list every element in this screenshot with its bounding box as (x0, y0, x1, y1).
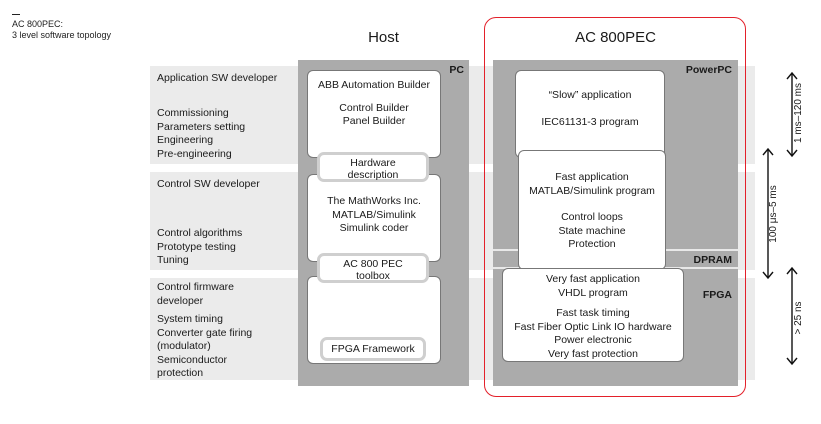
pec-toolbox-line: AC 800 PEC (343, 258, 403, 270)
caption-line-1: AC 800PEC: (12, 19, 64, 29)
very-fast-detail: Fast task timing (556, 307, 630, 319)
fast-arrow-head-up (762, 147, 774, 156)
very-fast-detail: Very fast protection (548, 347, 638, 360)
role-item: Pre-engineering (157, 147, 232, 160)
role-item: protection (157, 367, 204, 379)
abb-automation-builder-label: ABB Automation Builder (317, 79, 431, 91)
role-item: Parameters setting (157, 120, 246, 133)
slow-timing-label: 1 ms–120 ms (793, 82, 804, 144)
fast-application-line: MATLAB/Simulink program (529, 184, 655, 197)
control-loops-line: State machine (558, 224, 626, 237)
role-application-developer: Application SW developer (157, 72, 278, 84)
fpga-framework-box: FPGA Framework (320, 337, 426, 361)
dpram-tag: DPRAM (693, 254, 733, 266)
builder-tools-list: Control Builder Panel Builder (308, 102, 440, 129)
role-item: Control firmware (157, 281, 235, 293)
role-item: Commissioning (157, 107, 229, 119)
fast-arrow-head-down (762, 271, 774, 280)
role-item: Tuning (157, 254, 189, 266)
powerpc-tag: PowerPC (685, 64, 732, 76)
role-item: Semiconductor (157, 353, 228, 366)
role-item: Converter gate firing (157, 326, 253, 339)
slow-application-box: “Slow” application IEC61131-3 program (515, 70, 665, 158)
very-fast-application-box: Very fast application VHDL program Fast … (502, 268, 684, 362)
caption-line-2: 3 level software topology (12, 30, 112, 40)
very-fast-detail: Power electronic (554, 334, 632, 346)
pec-toolbox-box: AC 800 PEC toolbox (317, 253, 429, 283)
very-fast-details-list: Fast task timing Fast Fiber Optic Link I… (503, 307, 683, 361)
role-item: Control algorithms (157, 227, 243, 239)
figure-caption: AC 800PEC: 3 level software topology (12, 14, 111, 41)
very-fast-detail: Fast Fiber Optic Link IO hardware (514, 320, 672, 333)
timing-arrows (762, 71, 798, 366)
slow-arrow-head-down (786, 149, 798, 158)
iec-program-label: IEC61131-3 program (541, 115, 639, 128)
role-control-algorithms-list: Control algorithms Prototype testing Tun… (157, 227, 242, 268)
pc-tag: PC (449, 64, 464, 76)
role-item: developer (157, 294, 204, 307)
builder-tool: Control Builder (339, 101, 409, 114)
role-control-developer: Control SW developer (157, 178, 260, 190)
fast-timing-label: 100 μs–5 ms (768, 185, 779, 243)
role-firmware-developer: Control firmware developer (157, 281, 234, 308)
caption-dash (12, 14, 20, 15)
fpga-tag: FPGA (702, 289, 732, 301)
very-fast-timing-label: > 25 ns (793, 301, 804, 335)
mathworks-line: Simulink coder (339, 222, 409, 234)
control-loops-line: Control loops (561, 211, 623, 223)
mathworks-box: The MathWorks Inc. MATLAB/Simulink Simul… (307, 174, 441, 262)
ac800pec-column-title: AC 800PEC (575, 29, 656, 46)
mathworks-line: The MathWorks Inc. (327, 195, 421, 207)
control-loops-line: Protection (568, 238, 616, 250)
pec-toolbox-line: toolbox (356, 270, 390, 282)
slow-arrow-head-up (786, 71, 798, 80)
fast-application-box: Fast application MATLAB/Simulink program… (518, 150, 666, 270)
role-item: Prototype testing (157, 240, 236, 253)
role-commissioning-list: Commissioning Parameters setting Enginee… (157, 107, 245, 161)
very-fast-application-line: VHDL program (558, 286, 628, 299)
fast-application-line: Fast application (555, 171, 629, 183)
very-fast-arrow-head-up (786, 266, 798, 275)
role-item: Engineering (157, 134, 214, 146)
very-fast-application-line: Very fast application (546, 273, 640, 285)
role-system-timing-list: System timing Converter gate firing (mod… (157, 313, 252, 381)
mathworks-line: MATLAB/Simulink (332, 208, 416, 221)
abb-automation-builder-box: ABB Automation Builder Control Builder P… (307, 70, 441, 158)
hardware-description-line: description (347, 169, 399, 181)
builder-tool: Panel Builder (342, 115, 406, 127)
fpga-framework-label: FPGA Framework (331, 343, 415, 355)
role-item: System timing (157, 313, 223, 325)
role-item: (modulator) (157, 340, 211, 352)
hardware-description-line: Hardware (350, 157, 396, 169)
control-loops-list: Control loops State machine Protection (519, 211, 665, 252)
very-fast-arrow-head-down (786, 357, 798, 366)
ac800pec-frame (484, 17, 746, 397)
hardware-description-box: Hardware description (317, 152, 429, 182)
slow-application-label: “Slow” application (548, 89, 632, 101)
host-column-title: Host (368, 29, 399, 46)
